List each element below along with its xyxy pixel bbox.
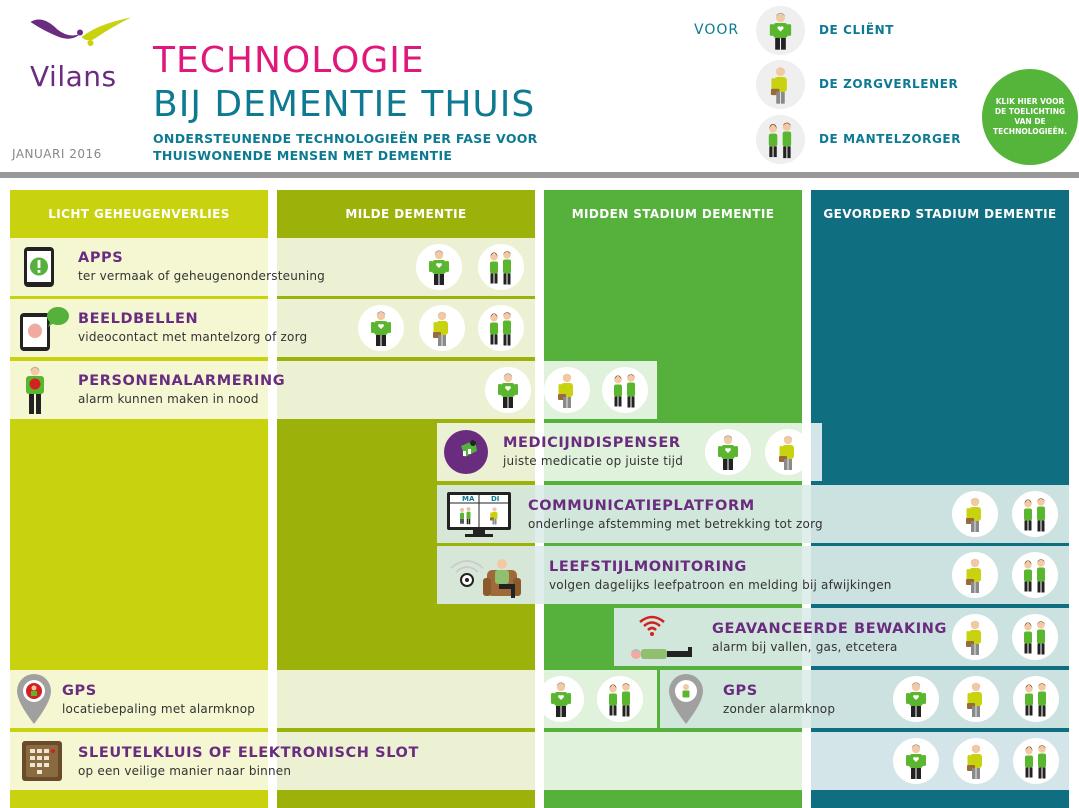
- row-leefstijlmonitoring-title: LEEFSTIJLMONITORING: [549, 559, 747, 575]
- row-gps-alarmknop[interactable]: GPS locatiebepaling met alarmknop: [10, 670, 657, 728]
- fall-detection-icon: [631, 615, 692, 659]
- informal-carers-icon: [478, 244, 524, 290]
- row-bewaking-title: GEAVANCEERDE BEWAKING: [712, 621, 948, 637]
- row-personenalarmering-subtitle: alarm kunnen maken in nood: [78, 392, 259, 406]
- row-gps2-subtitle: zonder alarmknop: [723, 702, 836, 716]
- row-apps-title: APPS: [78, 250, 124, 266]
- row-gps-zonder-alarmknop[interactable]: GPS zonder alarmknop: [660, 670, 1069, 728]
- column-header-1: LICHT GEHEUGENVERLIES: [10, 190, 268, 238]
- informal-carers-icon: [1013, 738, 1059, 784]
- row-geavanceerde-bewaking[interactable]: GEAVANCEERDE BEWAKING alarm bij vallen, …: [614, 608, 1069, 666]
- row-communicatieplatform-title: COMMUNICATIEPLATFORM: [528, 498, 755, 514]
- vilans-logo-text: Vilans: [30, 60, 117, 93]
- calendar-day-di: DI: [491, 495, 500, 503]
- informal-carers-icon: [597, 676, 643, 722]
- row-sleutelkluis-subtitle: op een veilige manier naar binnen: [78, 764, 292, 778]
- publication-date: JANUARI 2016: [12, 147, 102, 161]
- informal-carers-icon: [1012, 552, 1058, 598]
- caregiver-icon: [952, 614, 998, 660]
- row-gps1-title: GPS: [62, 683, 97, 699]
- row-apps[interactable]: APPS ter vermaak of geheugenondersteunin…: [10, 238, 535, 296]
- client-icon: [705, 429, 751, 475]
- legend-client-label: DE CLIËNT: [819, 23, 895, 37]
- row-personenalarmering[interactable]: PERSONENALARMERING alarm kunnen maken in…: [10, 361, 657, 419]
- column-header-2: MILDE DEMENTIE: [345, 207, 467, 221]
- client-icon: [756, 6, 805, 55]
- informal-carers-icon: [1012, 491, 1058, 537]
- gps-alarm-pin-icon: [17, 674, 51, 724]
- caregiver-icon: [953, 676, 999, 722]
- caregiver-icon: [765, 429, 811, 475]
- column-header-3: MIDDEN STADIUM DEMENTIE: [571, 207, 775, 221]
- client-icon: [358, 305, 404, 351]
- monitor-calendar-icon: MA DI: [445, 490, 513, 538]
- row-medicijndispenser-subtitle: juiste medicatie op juiste tijd: [503, 454, 684, 468]
- caregiver-icon: [544, 367, 590, 413]
- row-sleutelkluis[interactable]: SLEUTELKLUIS OF ELEKTRONISCH SLOT op een…: [10, 732, 1069, 790]
- row-leefstijlmonitoring[interactable]: LEEFSTIJLMONITORING volgen dagelijks lee…: [437, 546, 1069, 604]
- subtitle-line2: THUISWONENDE MENSEN MET DEMENTIE: [153, 148, 453, 163]
- sensor-armchair-icon: [450, 559, 521, 598]
- page-title-line1: TECHNOLOGIE: [153, 40, 425, 81]
- row-personenalarmering-title: PERSONENALARMERING: [78, 373, 286, 389]
- caregiver-icon: [756, 60, 805, 109]
- row-leefstijlmonitoring-subtitle: volgen dagelijks leefpatroon en melding …: [549, 578, 892, 592]
- caregiver-icon: [952, 491, 998, 537]
- row-gps2-title: GPS: [723, 683, 758, 699]
- header-divider: [0, 172, 1079, 178]
- page-subtitle: ONDERSTEUNENDE TECHNOLOGIEËN PER FASE VO…: [153, 130, 538, 164]
- informal-carers-icon: [602, 367, 648, 413]
- legend-zorgverlener-label: DE ZORGVERLENER: [819, 77, 959, 91]
- client-icon: [893, 738, 939, 784]
- legend-zorgverlener: DE ZORGVERLENER: [756, 60, 986, 110]
- row-beeldbellen-subtitle: videocontact met mantelzorg of zorg: [78, 330, 308, 344]
- row-communicatieplatform-subtitle: onderlinge afstemming met betrekking tot…: [528, 517, 823, 531]
- client-icon: [538, 676, 584, 722]
- row-bewaking-subtitle: alarm bij vallen, gas, etcetera: [712, 640, 898, 654]
- informal-carers-icon: [478, 305, 524, 351]
- vilans-logo-figure: [30, 17, 131, 46]
- row-apps-subtitle: ter vermaak of geheugenondersteuning: [78, 269, 325, 283]
- tablet-alert-icon: [24, 247, 54, 287]
- informal-carers-icon: [1012, 614, 1058, 660]
- row-medicijndispenser[interactable]: MEDICIJNDISPENSER juiste medicatie op ju…: [437, 423, 822, 481]
- row-gps1-subtitle: locatiebepaling met alarmknop: [62, 702, 256, 716]
- client-icon: [485, 367, 531, 413]
- informal-carers-icon: [756, 115, 805, 164]
- row-communicatieplatform[interactable]: MA DI COMMUNICATIEPLATFORM onderlinge af…: [437, 485, 1069, 543]
- caregiver-icon: [953, 738, 999, 784]
- client-icon: [893, 676, 939, 722]
- row-beeldbellen-title: BEELDBELLEN: [78, 311, 199, 327]
- legend-mantelzorger-label: DE MANTELZORGER: [819, 132, 962, 146]
- subtitle-line1: ONDERSTEUNENDE TECHNOLOGIEËN PER FASE VO…: [153, 131, 538, 146]
- page-title-line2: BIJ DEMENTIE THUIS: [153, 84, 536, 125]
- column-header-4: GEVORDERD STADIUM DEMENTIE: [823, 207, 1057, 221]
- keypad-lock-icon: [22, 741, 62, 781]
- gps-pin-icon: [669, 674, 703, 724]
- caregiver-icon: [419, 305, 465, 351]
- video-call-icon: [20, 307, 69, 351]
- alarm-pendant-icon: [26, 366, 44, 414]
- explanation-button[interactable]: KLIK HIER VOOR DE TOELICHTING VAN DE TEC…: [982, 69, 1078, 165]
- row-beeldbellen[interactable]: BEELDBELLEN videocontact met mantelzorg …: [10, 299, 535, 357]
- client-icon: [416, 244, 462, 290]
- legend-client: DE CLIËNT: [756, 6, 986, 56]
- informal-carers-icon: [1013, 676, 1059, 722]
- legend-voor-label: VOOR: [694, 22, 740, 38]
- legend-mantelzorger: DE MANTELZORGER: [756, 115, 986, 165]
- pill-dispenser-icon: [444, 430, 488, 474]
- row-sleutelkluis-title: SLEUTELKLUIS OF ELEKTRONISCH SLOT: [78, 745, 419, 761]
- calendar-day-ma: MA: [462, 495, 475, 503]
- row-medicijndispenser-title: MEDICIJNDISPENSER: [503, 435, 681, 451]
- caregiver-icon: [952, 552, 998, 598]
